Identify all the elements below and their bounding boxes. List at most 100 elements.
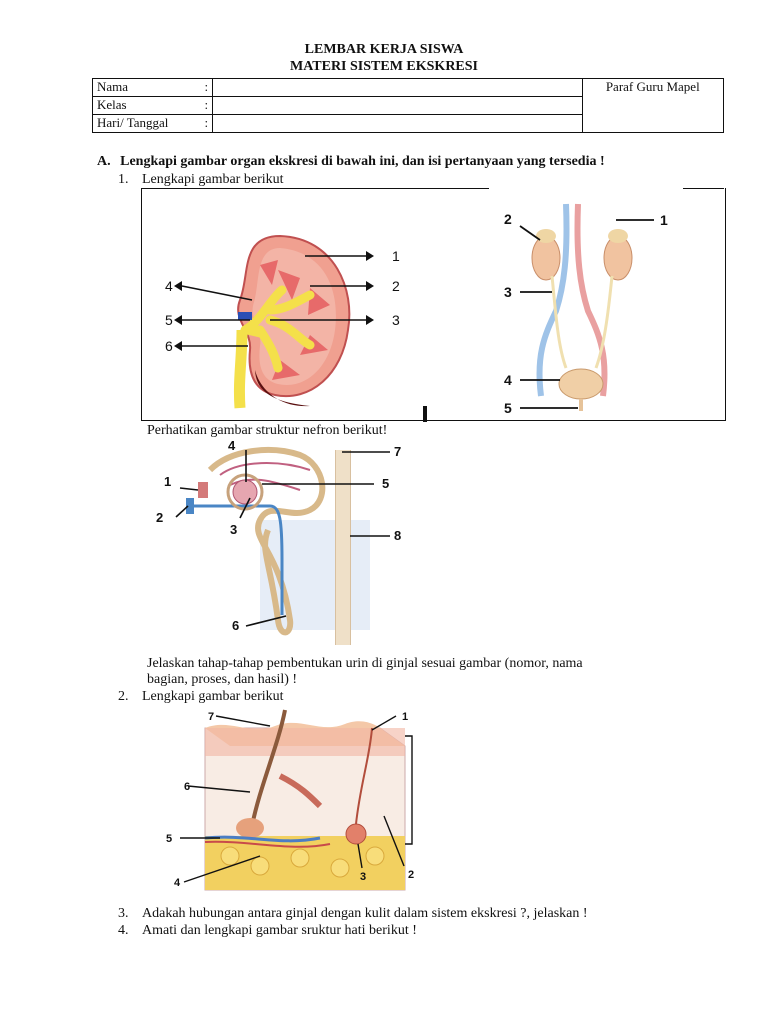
nefron-pointer-2 bbox=[175, 505, 189, 518]
kelas-colon: : bbox=[200, 96, 214, 115]
blood-vessel bbox=[204, 835, 321, 843]
urinary-label-4: 4 bbox=[504, 372, 512, 388]
q1-number: 1. bbox=[118, 172, 129, 187]
skin-pointer-7 bbox=[215, 715, 271, 727]
nefron-label-4: 4 bbox=[228, 440, 236, 453]
urinary-label-1: 1 bbox=[660, 212, 668, 228]
q4: 4. Amati dan lengkapi gambar sruktur hat… bbox=[118, 923, 417, 939]
nefron-pointer-3 bbox=[239, 497, 251, 519]
nama-label: Nama bbox=[92, 78, 201, 97]
kidney-diagram: 1 2 3 4 5 6 bbox=[165, 234, 400, 409]
cursor-mark bbox=[423, 406, 427, 422]
kidney-arrow-2 bbox=[366, 281, 374, 291]
skin-label-7: 7 bbox=[208, 711, 214, 723]
urinary-label-5: 5 bbox=[504, 400, 512, 416]
section-a-title: Lengkapi gambar organ ekskresi di bawah … bbox=[120, 154, 605, 169]
nefron-label-5: 5 bbox=[382, 476, 389, 491]
collecting-duct bbox=[336, 450, 350, 645]
skin-pointer-4 bbox=[183, 855, 261, 883]
nama-colon: : bbox=[200, 78, 214, 97]
worksheet-subtitle: MATERI SISTEM EKSKRESI bbox=[289, 59, 478, 74]
section-a-heading: A. Lengkapi gambar organ ekskresi di baw… bbox=[97, 154, 605, 170]
capillaries-top bbox=[219, 462, 311, 491]
q1-image-frame bbox=[141, 188, 726, 421]
aorta-right bbox=[574, 203, 608, 397]
skin-label-1: 1 bbox=[402, 711, 408, 723]
skin-pointer-6 bbox=[187, 785, 251, 793]
nefron-question-line1: Jelaskan tahap-tahap pembentukan urin di… bbox=[147, 656, 583, 671]
q2: 2. Lengkapi gambar berikut bbox=[118, 689, 284, 705]
urethra bbox=[579, 399, 583, 411]
urinary-pointer-2 bbox=[519, 225, 541, 241]
nefron-instruction: Perhatikan gambar struktur nefron beriku… bbox=[147, 423, 388, 438]
sweat-gland bbox=[345, 823, 367, 845]
epidermis-layer bbox=[205, 728, 405, 756]
q3: 3. Adakah hubungan antara ginjal dengan … bbox=[118, 906, 588, 922]
bladder bbox=[558, 368, 604, 400]
vessel-end-blue bbox=[186, 498, 194, 514]
nefron-label-3: 3 bbox=[230, 522, 237, 537]
kidney-label-4: 4 bbox=[165, 278, 173, 294]
kidney-arrow-3 bbox=[366, 315, 374, 325]
left-adrenal bbox=[536, 229, 556, 243]
fat-cell bbox=[365, 846, 385, 866]
renal-vein bbox=[238, 312, 252, 320]
nefron-diagram: 4 1 2 3 5 7 8 6 bbox=[156, 440, 401, 645]
skin-label-6: 6 bbox=[184, 781, 190, 793]
arrector-muscle bbox=[278, 773, 323, 809]
frame-top-right bbox=[683, 188, 724, 189]
tubule bbox=[207, 447, 326, 636]
renal-pelvis bbox=[240, 285, 315, 373]
skin-label-4: 4 bbox=[174, 877, 181, 889]
kelas-label: Kelas bbox=[92, 96, 201, 115]
q3-text: Adakah hubungan antara ginjal dengan kul… bbox=[142, 906, 588, 921]
q2-text: Lengkapi gambar berikut bbox=[142, 689, 284, 704]
kidney-label-3: 3 bbox=[392, 312, 400, 328]
hari-tanggal-label: Hari/ Tanggal bbox=[92, 114, 201, 133]
nefron-pointer-1 bbox=[179, 487, 199, 491]
fat-cell bbox=[250, 856, 270, 876]
identity-table: Nama : Paraf Guru Mapel Kelas : Hari/ Ta… bbox=[92, 78, 725, 133]
kidney-label-5: 5 bbox=[165, 312, 173, 328]
nefron-label-7: 7 bbox=[394, 444, 401, 459]
sweat-duct bbox=[355, 727, 373, 825]
kidney-arrow-6 bbox=[174, 341, 182, 351]
skin-diagram: 1 2 3 4 5 6 7 bbox=[166, 709, 414, 891]
kidney-arrow-1 bbox=[366, 251, 374, 261]
urinary-label-3: 3 bbox=[504, 284, 512, 300]
kidney-label-6: 6 bbox=[165, 338, 173, 354]
nefron-question-line2: bagian, proses, dan hasil) ! bbox=[147, 672, 298, 687]
nefron-label-8: 8 bbox=[394, 528, 401, 543]
skin-pointer-2 bbox=[383, 815, 405, 867]
kelas-field[interactable] bbox=[212, 96, 583, 115]
efferent-vessel bbox=[192, 504, 284, 615]
right-adrenal bbox=[608, 229, 628, 243]
artery bbox=[204, 840, 331, 848]
kidney-pyramids bbox=[260, 260, 330, 380]
q4-text: Amati dan lengkapi gambar sruktur hati b… bbox=[142, 923, 417, 938]
worksheet-title: LEMBAR KERJA SISWA bbox=[304, 42, 464, 57]
skin-bracket bbox=[405, 735, 413, 845]
q4-number: 4. bbox=[118, 923, 129, 938]
kidney-label-1: 1 bbox=[392, 248, 400, 264]
nama-field[interactable] bbox=[212, 78, 583, 97]
fat-cell bbox=[290, 848, 310, 868]
kidney-arrow-5 bbox=[174, 315, 182, 325]
right-ureter bbox=[594, 275, 614, 369]
skin-pointer-3 bbox=[357, 843, 363, 869]
urinary-label-2: 2 bbox=[504, 211, 512, 227]
hari-tanggal-field[interactable] bbox=[212, 114, 583, 133]
q1-text: Lengkapi gambar berikut bbox=[142, 172, 284, 187]
hari-tanggal-colon: : bbox=[200, 114, 214, 133]
ureter bbox=[233, 329, 248, 409]
fat-cell bbox=[220, 846, 240, 866]
skin-pointer-1 bbox=[371, 715, 397, 731]
vessel-end-red bbox=[198, 482, 208, 498]
kidney-pointer-4 bbox=[181, 285, 253, 301]
paraf-guru-label: Paraf Guru Mapel bbox=[605, 79, 700, 94]
q2-number: 2. bbox=[118, 689, 129, 704]
paraf-guru-cell: Paraf Guru Mapel bbox=[581, 78, 725, 133]
urinary-system-diagram: 1 2 3 4 5 bbox=[504, 203, 668, 416]
skin-label-2: 2 bbox=[408, 869, 414, 881]
hair-shaft bbox=[250, 709, 287, 827]
